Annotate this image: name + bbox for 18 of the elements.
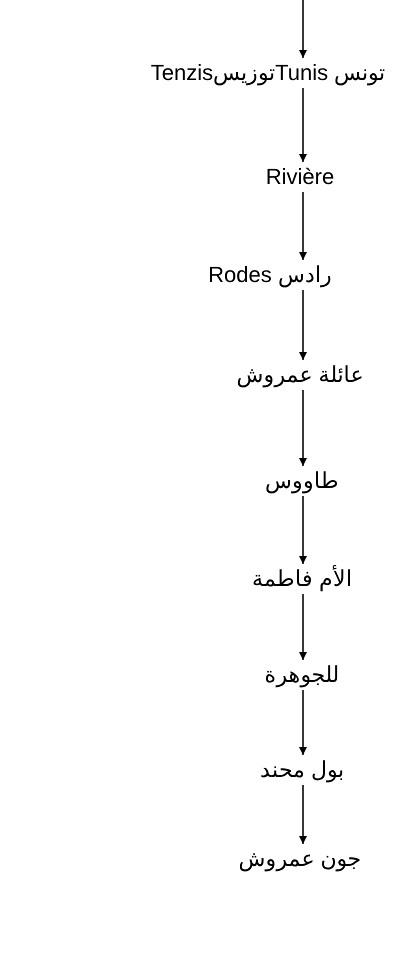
place-label: عائلة عمروش <box>236 362 364 388</box>
place-label: طاووس <box>265 468 339 494</box>
arrow <box>299 594 307 660</box>
place-label: Rivière <box>266 164 334 190</box>
arrow <box>299 496 307 564</box>
arrow <box>299 390 307 466</box>
place-label: تونس TunisتوزيسTenzis <box>150 60 386 86</box>
place-label: رادس Rodes <box>208 262 332 288</box>
arrow <box>299 192 307 260</box>
place-label: للجوهرة <box>264 662 340 688</box>
place-label: جون عمروش <box>238 846 362 872</box>
arrow <box>299 0 307 58</box>
arrow <box>299 290 307 360</box>
arrow <box>299 785 307 844</box>
arrow <box>299 690 307 755</box>
place-label: بول محند <box>260 757 344 783</box>
arrow <box>299 88 307 162</box>
place-label: الأم فاطمة <box>252 566 352 592</box>
